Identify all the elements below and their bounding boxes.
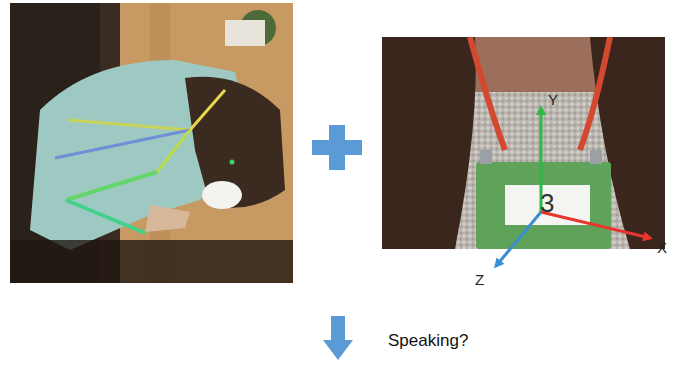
down-arrow: [323, 316, 353, 360]
badge-number: 3: [540, 190, 554, 216]
output-label: Speaking?: [388, 332, 468, 349]
axis-label: X: [657, 240, 667, 255]
axis-label: Z: [475, 272, 484, 287]
badge-photo: [382, 37, 665, 249]
pose-photo: [10, 3, 293, 283]
axis-label: Y: [548, 92, 558, 107]
plus-sign: [312, 125, 362, 170]
x-axis: [541, 212, 650, 238]
z-axis: [496, 212, 541, 266]
